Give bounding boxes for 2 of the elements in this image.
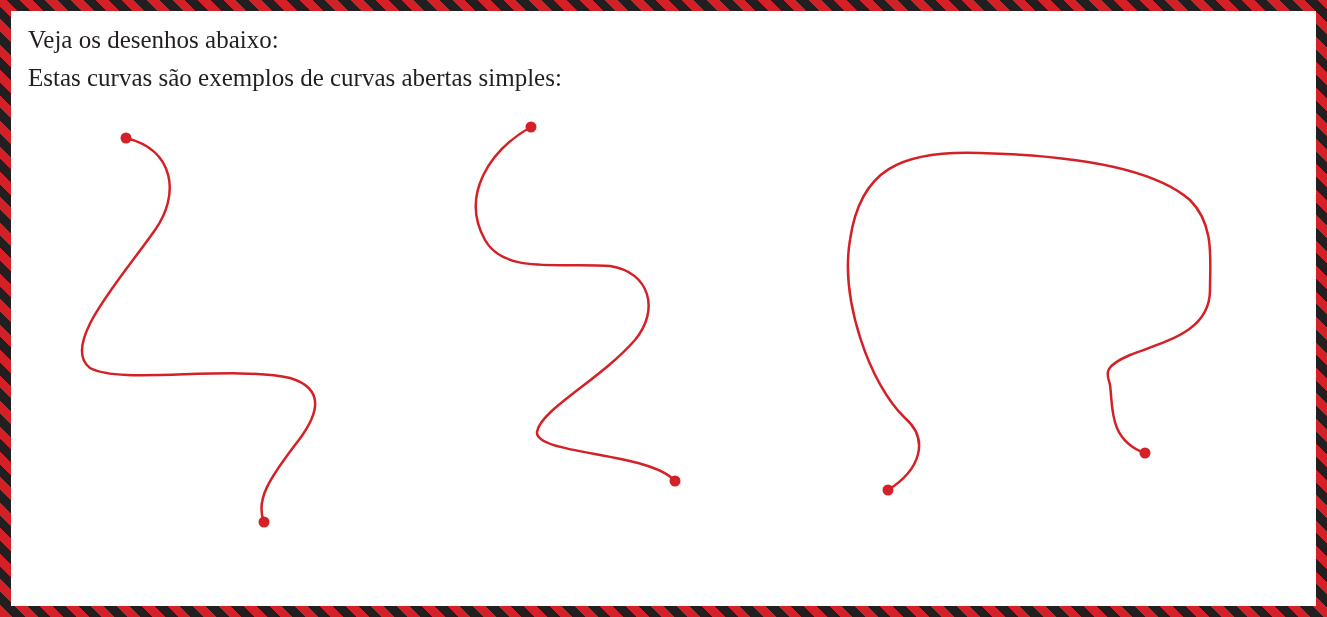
- instruction-text: Veja os desenhos abaixo:: [28, 25, 279, 55]
- instruction-text: Estas curvas são exemplos de curvas abertas simples:: [28, 63, 562, 93]
